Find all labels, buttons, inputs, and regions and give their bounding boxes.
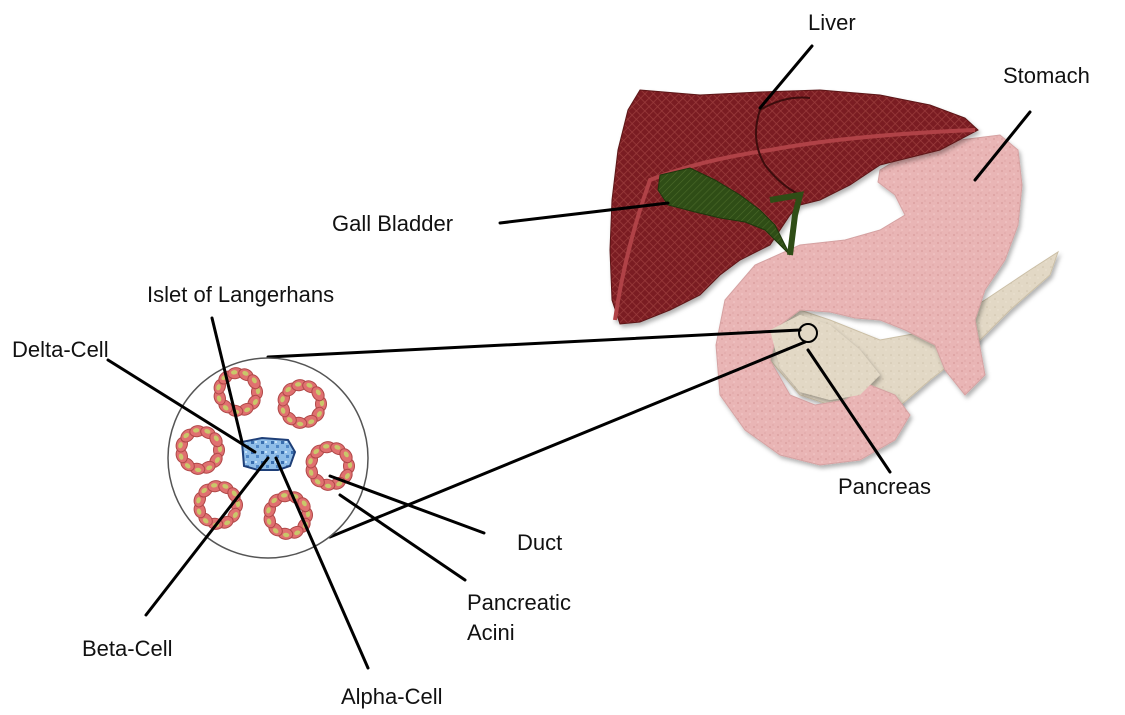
label-pancreatic-acini-line2: Acini bbox=[467, 620, 515, 645]
label-islet-of-langerhans: Islet of Langerhans bbox=[147, 282, 334, 307]
label-pancreatic-acini-line1: Pancreatic bbox=[467, 590, 571, 615]
label-pancreas: Pancreas bbox=[838, 474, 931, 499]
islet-of-langerhans-shape bbox=[242, 438, 295, 470]
label-beta-cell: Beta-Cell bbox=[82, 636, 172, 661]
sample-point bbox=[799, 324, 817, 342]
label-gall-bladder: Gall Bladder bbox=[332, 211, 453, 236]
zoom-line-lower bbox=[330, 342, 805, 537]
label-stomach: Stomach bbox=[1003, 63, 1090, 88]
label-duct: Duct bbox=[517, 530, 562, 555]
label-liver: Liver bbox=[808, 10, 856, 35]
label-alpha-cell: Alpha-Cell bbox=[341, 684, 443, 709]
label-delta-cell: Delta-Cell bbox=[12, 337, 109, 362]
